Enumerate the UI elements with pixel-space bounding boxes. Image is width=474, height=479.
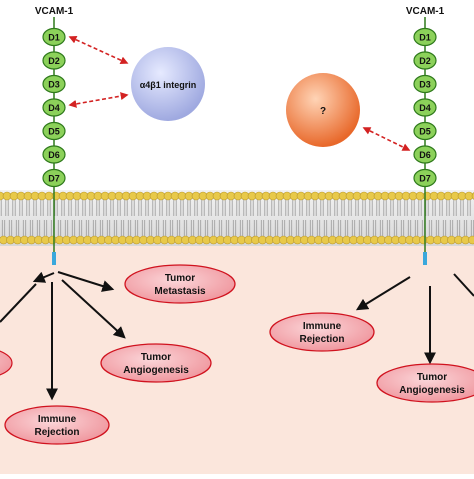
right-angiogenesis-line-1: Tumor: [417, 372, 447, 383]
right-domain-label: D1: [419, 33, 431, 43]
right-domain-label: D3: [419, 80, 431, 90]
left-rejection-line-1: Immune: [38, 414, 77, 425]
left-domain-d1: D1: [43, 29, 65, 46]
right-domain-d7: D7: [414, 170, 436, 187]
left-receptor-title: VCAM-1: [35, 6, 74, 17]
right-domain-d5: D5: [414, 123, 436, 140]
left-outcome-rejection: Immune Rejection: [5, 406, 109, 444]
left-domain-d7: D7: [43, 170, 65, 187]
d4-integrin-interaction-arrow: [70, 95, 127, 105]
right-outcome-rejection: Immune Rejection: [270, 313, 374, 351]
integrin-ligand: α4β1 integrin: [131, 47, 205, 121]
left-angiogenesis-line-1: Tumor: [141, 352, 171, 363]
integrin-label: α4β1 integrin: [140, 80, 197, 90]
left-domain-label: D5: [48, 127, 60, 137]
right-domain-d6: D6: [414, 146, 436, 163]
left-domain-label: D3: [48, 80, 60, 90]
unknown-ligand: ?: [286, 73, 360, 147]
left-domain-label: D1: [48, 33, 60, 43]
right-domain-label: D5: [419, 127, 431, 137]
right-domain-label: D6: [419, 150, 431, 160]
left-outcome-angiogenesis: Tumor Angiogenesis: [101, 344, 211, 382]
right-domain-d1: D1: [414, 29, 436, 46]
unknown-ligand-label: ?: [320, 106, 326, 117]
left-outcome-metastasis: Tumor Metastasis: [125, 265, 235, 303]
right-domain-d4: D4: [414, 99, 436, 116]
left-domain-label: D7: [48, 174, 60, 184]
left-domain-d3: D3: [43, 76, 65, 93]
left-domain-d5: D5: [43, 123, 65, 140]
left-signal-stub: [52, 252, 56, 265]
right-domain-label: D2: [419, 56, 431, 66]
left-rejection-line-2: Rejection: [34, 427, 79, 438]
left-domain-label: D6: [48, 150, 60, 160]
left-domain-label: D4: [48, 103, 60, 113]
right-domain-label: D7: [419, 174, 431, 184]
left-domain-d2: D2: [43, 52, 65, 69]
left-domain-d6: D6: [43, 146, 65, 163]
left-domain-d4: D4: [43, 99, 65, 116]
right-outcome-angiogenesis: Tumor Angiogenesis: [377, 364, 474, 402]
right-rejection-line-2: Rejection: [299, 334, 344, 345]
left-angiogenesis-line-2: Angiogenesis: [123, 365, 189, 376]
left-domain-label: D2: [48, 56, 60, 66]
right-receptor-title: VCAM-1: [406, 6, 445, 17]
metastasis-line-2: Metastasis: [154, 286, 206, 297]
d6-unknown-interaction-arrow: [364, 128, 409, 150]
right-domain-d3: D3: [414, 76, 436, 93]
lipid-bilayer: [0, 190, 474, 246]
right-angiogenesis-line-2: Angiogenesis: [399, 385, 465, 396]
metastasis-line-1: Tumor: [165, 273, 195, 284]
right-domain-d2: D2: [414, 52, 436, 69]
right-signal-stub: [423, 252, 427, 265]
right-domain-label: D4: [419, 103, 431, 113]
right-rejection-line-1: Immune: [303, 321, 342, 332]
d1-integrin-interaction-arrow: [70, 37, 127, 63]
